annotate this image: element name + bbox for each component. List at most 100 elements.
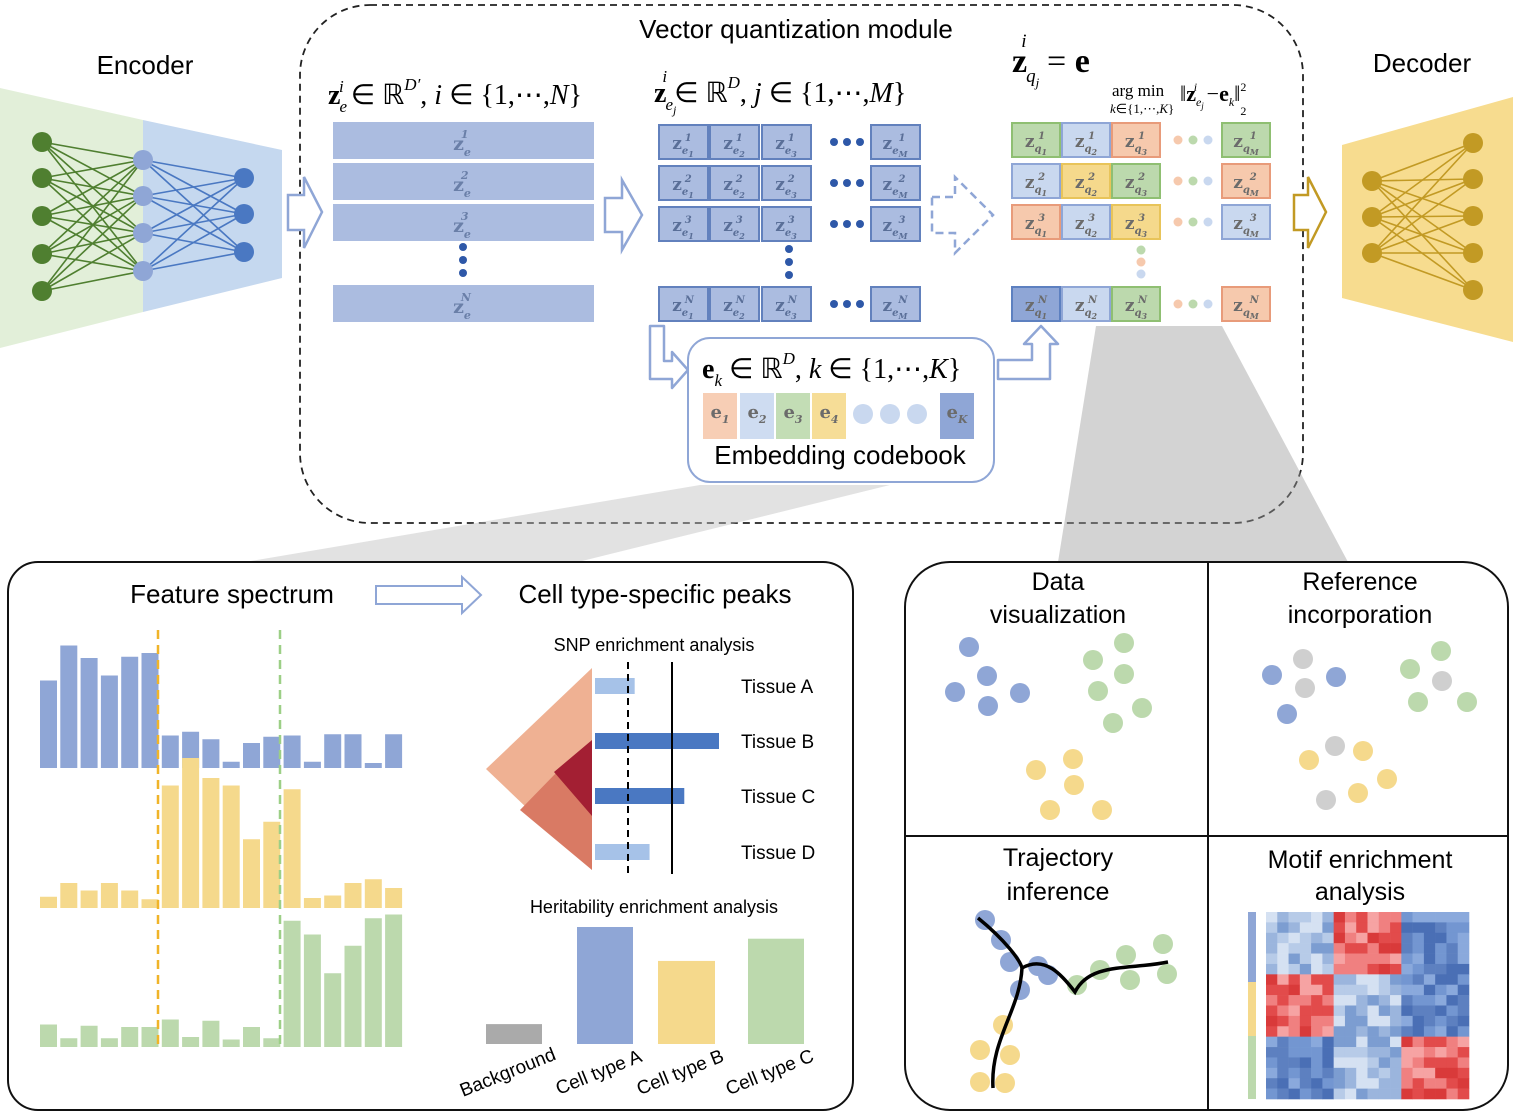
heatmap-cell [1356,1088,1368,1100]
ri-dot-gray [1295,678,1315,698]
heatmap-cell [1435,932,1447,944]
heatmap-cell [1367,912,1380,923]
heatmap-cell [1299,1005,1312,1017]
zej-cell-label-sub: e [733,308,739,319]
zej-cell-label-sub: e [682,228,688,239]
spectrum-bar [243,1027,260,1047]
dv-dot-green [1132,698,1152,718]
zej-cell-label-sup: 1 [685,133,692,144]
zq-ellipsis-dot [1173,176,1183,186]
heatmap-cell [1266,963,1278,975]
codebook-entry-label-base: e [710,402,721,423]
motif-heatmap [1248,912,1470,1100]
zej-cell-label: zeM3 [883,215,909,241]
heatmap-cell [1435,984,1447,996]
spectrum-bar [80,890,98,908]
spectrum-bar [80,1025,98,1047]
zej-cell-label: ze22 [723,174,745,200]
zej-cell-label-sup: N [897,295,908,306]
zq-cell-label-base: z [1025,132,1035,152]
heatmap-cell [1367,943,1380,954]
heatmap-cell [1288,984,1301,996]
heatmap-cell [1344,1026,1357,1037]
encoder-node [32,244,52,264]
feature-spectrum-chart [40,630,403,1050]
ri-dot-blue [1262,665,1282,685]
ri-dot-green [1400,659,1420,679]
spectrum-bar [202,1020,220,1047]
spectrum-bar [364,763,382,768]
heatmap-cell [1356,1057,1368,1069]
heatmap-cell [1446,943,1459,954]
zej-cell-label-subsub: M [898,149,909,159]
zej-ellipsis-dot [843,220,851,228]
heatmap-cell [1457,922,1470,934]
heatmap-cell [1288,912,1301,923]
dv-dot-green [1103,713,1123,733]
heatmap-cell [1435,1067,1447,1079]
zej-ellipsis-dot [856,300,864,308]
heatmap-cell [1390,1047,1402,1058]
zq-cell-label-base: z [1075,296,1085,316]
zej-ellipsis-dot [843,138,851,146]
heatmap-cell [1322,1057,1334,1069]
heatmap-cell [1390,932,1402,944]
heatmap-cell [1390,1005,1402,1017]
dv-dot-blue [978,696,998,716]
zej-cell-label-sub: e [785,228,791,239]
zej-cell-label-sup: 3 [736,215,743,226]
decoder-node [1463,169,1483,189]
zej-cell-label-sub: e [892,228,898,239]
heatmap-cell [1367,1015,1380,1027]
spectrum-bar [324,734,342,768]
codebook-entry-label: e2 [747,402,766,426]
zej-cell-label-base: z [723,296,733,316]
heatmap-cell [1344,1067,1357,1079]
heatmap-cell [1390,1015,1402,1027]
heatmap-cell [1322,995,1334,1006]
zej-cell-label-subsub: 1 [688,311,694,321]
heatmap-cell [1288,974,1301,986]
codebook-entry-label: e3 [783,402,802,426]
traj-dot-blue [1000,952,1020,972]
heatmap-cell [1333,974,1346,986]
codebook-entry-label: e4 [819,402,838,426]
encoder-edge [41,195,144,292]
heatmap-cell [1412,1088,1425,1100]
zej-cell-label: zeMN [882,295,908,321]
zq-cell-label-sup: N [1137,295,1148,306]
heatmap-cell [1288,1036,1301,1048]
ri-dot-green [1408,692,1428,712]
zq-cell-label-sub: q [1135,226,1142,237]
zq-cell-label-base: z [1075,173,1085,193]
heatmap-cell [1322,932,1334,944]
spectrum-bar [385,734,403,768]
heatmap-cell [1277,1015,1289,1027]
heatmap-cell [1299,1036,1312,1048]
heatmap-cell [1356,963,1368,975]
heatmap-cell [1457,995,1470,1006]
dv-dot-green [1114,633,1134,653]
heatmap-cell [1401,1005,1413,1017]
heatmap-cell [1333,1005,1346,1017]
heatmap-cell [1446,1057,1459,1069]
zej-cell-label-base: z [672,134,682,154]
heatmap-cell [1311,1078,1323,1089]
zq-cell-label-sup: 3 [1138,213,1145,224]
zq-cell-label-base: z [1125,214,1135,234]
zq-cell-label-base: z [1125,173,1135,193]
heatmap-cell [1457,1067,1470,1079]
codebook-entry-label-sub: 4 [831,413,839,426]
dv-dot-yellow [1064,775,1084,795]
heatmap-cell [1378,912,1391,923]
heatmap-cell [1266,1026,1278,1037]
zq-cell-label-subsub: 2 [1091,188,1098,198]
decoder: Decoder [1342,48,1513,342]
zej-cell [658,286,709,322]
zej-ellipsis-dot [843,179,851,187]
zej-cell [761,165,812,201]
heatmap-cell [1378,963,1391,975]
zej-ellipsis-dot [856,220,864,228]
heatmap-cell [1333,984,1346,996]
